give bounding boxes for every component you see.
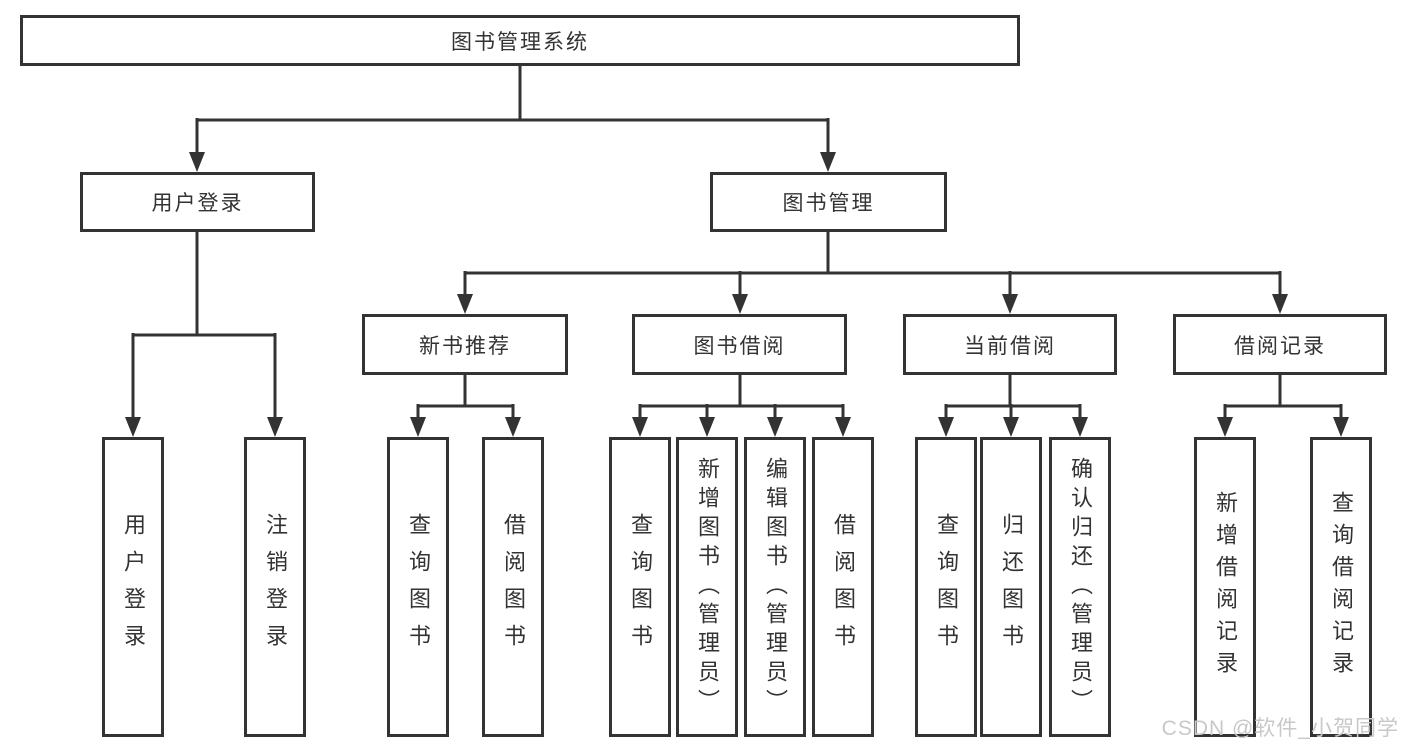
- leaf-edit-book-admin-label: 编辑图书（管理员）: [763, 456, 788, 718]
- leaf-borrow-books-2: 借阅图书: [812, 437, 874, 737]
- leaf-query-books-2-label: 查询图书: [628, 513, 653, 661]
- leaf-query-books-3: 查询图书: [915, 437, 977, 737]
- arrowheads-level3: [457, 294, 1288, 314]
- node-book-management: 图书管理: [710, 172, 947, 232]
- leaf-logout-label: 注销登录: [263, 513, 288, 661]
- node-library-management-system: 图书管理系统: [20, 15, 1020, 66]
- leaf-query-books-2: 查询图书: [609, 437, 671, 737]
- leaf-borrow-books-1: 借阅图书: [482, 437, 544, 737]
- connector-root-to-level2: [195, 66, 830, 154]
- connector-current-borrow: [944, 375, 1082, 419]
- leaf-borrow-books-2-label: 借阅图书: [831, 513, 856, 661]
- leaf-confirm-return-admin: 确认归还（管理员）: [1049, 437, 1111, 737]
- arrowheads-leaves: [410, 417, 1349, 437]
- leaf-add-borrow-record: 新增借阅记录: [1194, 437, 1256, 737]
- leaf-user-login: 用户登录: [102, 437, 164, 737]
- node-new-book-recommend: 新书推荐: [362, 314, 568, 375]
- leaf-borrow-books-1-label: 借阅图书: [501, 513, 526, 661]
- connector-new-book-recommend: [416, 375, 515, 419]
- leaf-add-book-admin: 新增图书（管理员）: [676, 437, 738, 737]
- node-current-borrow: 当前借阅: [903, 314, 1117, 375]
- leaf-query-borrow-record-label: 查询借阅记录: [1329, 491, 1354, 683]
- leaf-query-borrow-record: 查询借阅记录: [1310, 437, 1372, 737]
- connector-book-management-branch: [463, 232, 1282, 296]
- leaf-user-login-label: 用户登录: [121, 513, 146, 661]
- arrowheads-user-login-branch: [125, 417, 283, 437]
- arrowheads-level2: [189, 152, 836, 172]
- leaf-query-books-1-label: 查询图书: [406, 513, 431, 661]
- connector-borrow-records: [1223, 375, 1343, 419]
- leaf-add-borrow-record-label: 新增借阅记录: [1213, 491, 1238, 683]
- leaf-query-books-1: 查询图书: [387, 437, 449, 737]
- leaf-return-book: 归还图书: [980, 437, 1042, 737]
- leaf-query-books-3-label: 查询图书: [934, 513, 959, 661]
- connector-user-login-branch: [131, 232, 277, 419]
- node-user-login: 用户登录: [80, 172, 315, 232]
- node-book-borrow: 图书借阅: [632, 314, 847, 375]
- node-borrow-records: 借阅记录: [1173, 314, 1387, 375]
- leaf-return-book-label: 归还图书: [999, 513, 1024, 661]
- connector-book-borrow: [638, 375, 845, 419]
- csdn-watermark: CSDN @软件_小贺同学: [1161, 717, 1399, 740]
- leaf-edit-book-admin: 编辑图书（管理员）: [744, 437, 806, 737]
- leaf-logout: 注销登录: [244, 437, 306, 737]
- leaf-confirm-return-admin-label: 确认归还（管理员）: [1068, 456, 1093, 718]
- leaf-add-book-admin-label: 新增图书（管理员）: [695, 456, 720, 718]
